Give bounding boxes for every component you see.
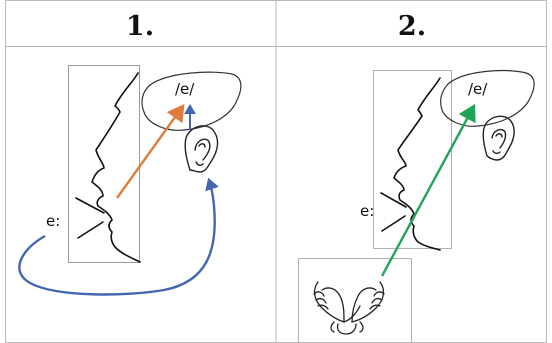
produced-sound-label: e: xyxy=(46,212,60,230)
perceived-sound-label: /e/ xyxy=(468,80,488,98)
hands-frame xyxy=(299,259,412,343)
panel-2: /e/ e: xyxy=(299,71,535,343)
head-frame xyxy=(69,66,140,263)
speech-to-perception-arrow xyxy=(117,106,183,198)
perceived-sound-label: /e/ xyxy=(175,80,195,98)
ear-icon xyxy=(483,116,514,160)
produced-sound-label: e: xyxy=(360,202,374,220)
table-grid xyxy=(5,0,547,343)
cupped-hands-icon xyxy=(314,282,384,334)
column-header-2: 2. xyxy=(398,11,426,42)
panel-1: /e/ e: xyxy=(19,66,241,295)
column-header-1: 1. xyxy=(126,11,154,42)
face-profile-icon xyxy=(76,73,140,262)
ear-icon xyxy=(185,126,217,172)
hands-to-perception-arrow xyxy=(382,106,474,276)
thought-bubble-icon xyxy=(441,71,534,127)
